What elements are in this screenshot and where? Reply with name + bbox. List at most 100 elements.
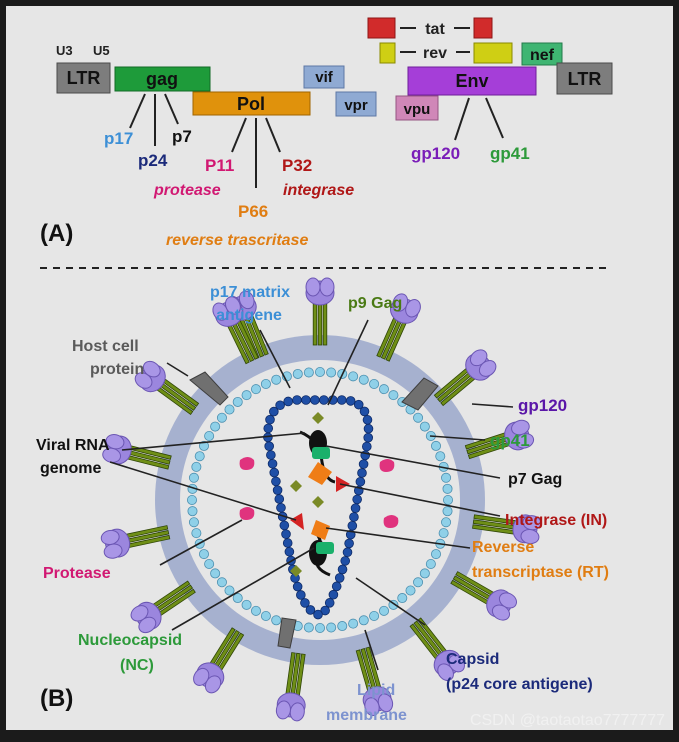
capsid-bead: [301, 395, 311, 405]
matrix-bead: [419, 421, 430, 432]
protease-blob-2: [239, 507, 255, 520]
matrix-bead: [326, 622, 337, 633]
reverse-transcriptase-label-1: Reverse: [472, 539, 534, 556]
envelope-spike: [305, 277, 335, 346]
capsid-bead: [349, 512, 359, 522]
matrix-bead: [405, 585, 416, 596]
capsid-bead: [275, 400, 285, 411]
capsid-bead: [336, 395, 347, 405]
p11-connector: [231, 117, 247, 153]
matrix-bead: [314, 366, 325, 377]
gp41-b-label: gp41: [490, 431, 530, 450]
envelope-spike: [130, 580, 196, 634]
capsid-bead: [310, 395, 320, 405]
capsid-bead: [300, 598, 310, 608]
capsid-bead: [266, 450, 276, 460]
matrix-bead: [241, 390, 252, 401]
panel-b-virion: [100, 277, 542, 722]
p17-label: p17: [104, 129, 133, 148]
matrix-bead: [187, 506, 198, 517]
matrix-bead: [326, 367, 337, 378]
matrix-bead: [198, 440, 209, 451]
vpr-label: vpr: [344, 97, 368, 114]
p7-connector: [164, 93, 179, 125]
matrix-bead: [378, 384, 389, 395]
capsid-bead: [281, 529, 291, 539]
p66-label: P66: [238, 202, 268, 221]
viral-rna-label-1: Viral RNA: [36, 437, 110, 454]
matrix-bead: [191, 461, 202, 472]
capsid-bead: [292, 395, 302, 405]
capsid-bead: [358, 459, 369, 469]
capsid-bead: [362, 415, 373, 425]
matrix-bead: [369, 378, 380, 389]
p9-diamond-4: [290, 565, 302, 577]
nucleocapsid-label-1: Nucleocapsid: [78, 632, 182, 649]
capsid-bead: [269, 406, 279, 417]
matrix-bead: [369, 611, 380, 622]
capsid-bead: [320, 605, 330, 616]
host-protein-3: [277, 617, 297, 649]
matrix-bead: [413, 412, 424, 423]
capsid-bead: [276, 502, 286, 513]
capsid-bead: [274, 494, 285, 504]
matrix-bead: [232, 593, 243, 604]
matrix-bead: [441, 517, 452, 528]
ltr-right-label: LTR: [568, 69, 602, 89]
matrix-bead: [232, 396, 243, 407]
capsid-bead: [345, 396, 356, 406]
panel-a-label: (A): [40, 220, 73, 247]
rev-label: rev: [423, 45, 447, 62]
gp41-label: gp41: [490, 144, 530, 163]
vpu-label: vpu: [404, 101, 431, 118]
matrix-bead: [303, 622, 314, 633]
protease-blob-4: [383, 515, 399, 528]
rev-exon2-box: [473, 42, 513, 64]
matrix-bead: [210, 421, 221, 432]
capsid-bead: [363, 423, 374, 434]
capsid-bead: [355, 476, 366, 487]
envelope-spike: [100, 525, 171, 559]
lipid-membrane-label-1: Lipid: [357, 682, 395, 699]
capsid-bead: [269, 467, 280, 478]
capsid-bead: [296, 590, 306, 600]
matrix-bead: [250, 384, 261, 395]
matrix-bead: [397, 593, 408, 604]
matrix-bead: [419, 568, 430, 579]
envelope-spike: [275, 652, 306, 722]
rt-lower: [311, 520, 330, 540]
capsid-label-1: Capsid: [446, 651, 499, 668]
matrix-bead: [191, 528, 202, 539]
ltr-left-label: LTR: [67, 68, 101, 88]
p24-capsid-beads: [263, 395, 374, 620]
host-protein-1: [189, 371, 229, 406]
reverse-transcriptase-label-2: transcriptase (RT): [472, 564, 609, 581]
p7-gag-label: p7 Gag: [508, 471, 562, 488]
p9-diamond-1: [312, 412, 324, 424]
matrix-bead: [260, 378, 271, 389]
matrix-bead: [442, 483, 453, 494]
matrix-bead: [442, 494, 453, 505]
matrix-bead: [431, 549, 442, 560]
matrix-bead: [388, 390, 399, 401]
capsid-bead: [283, 396, 293, 407]
nc-green-upper: [312, 447, 330, 459]
capsid-bead: [363, 432, 374, 443]
vpu-box: [395, 95, 439, 121]
envelope-spike: [433, 349, 497, 407]
matrix-bead: [292, 368, 303, 379]
capsid-bead: [342, 547, 353, 558]
matrix-bead: [241, 599, 252, 610]
matrix-bead: [194, 451, 205, 462]
capsid-bead: [334, 573, 345, 583]
nef-label: nef: [530, 47, 555, 64]
envelope-spike: [376, 293, 421, 362]
matrix-bead: [358, 615, 369, 626]
envelope-spike: [472, 514, 542, 545]
matrix-bead: [198, 549, 209, 560]
u3-label: U3: [56, 43, 73, 58]
rev-exon1-box: [379, 42, 396, 64]
matrix-bead: [186, 494, 197, 505]
p17-matrix-label-2: antigene: [216, 307, 282, 324]
matrix-bead: [413, 577, 424, 588]
